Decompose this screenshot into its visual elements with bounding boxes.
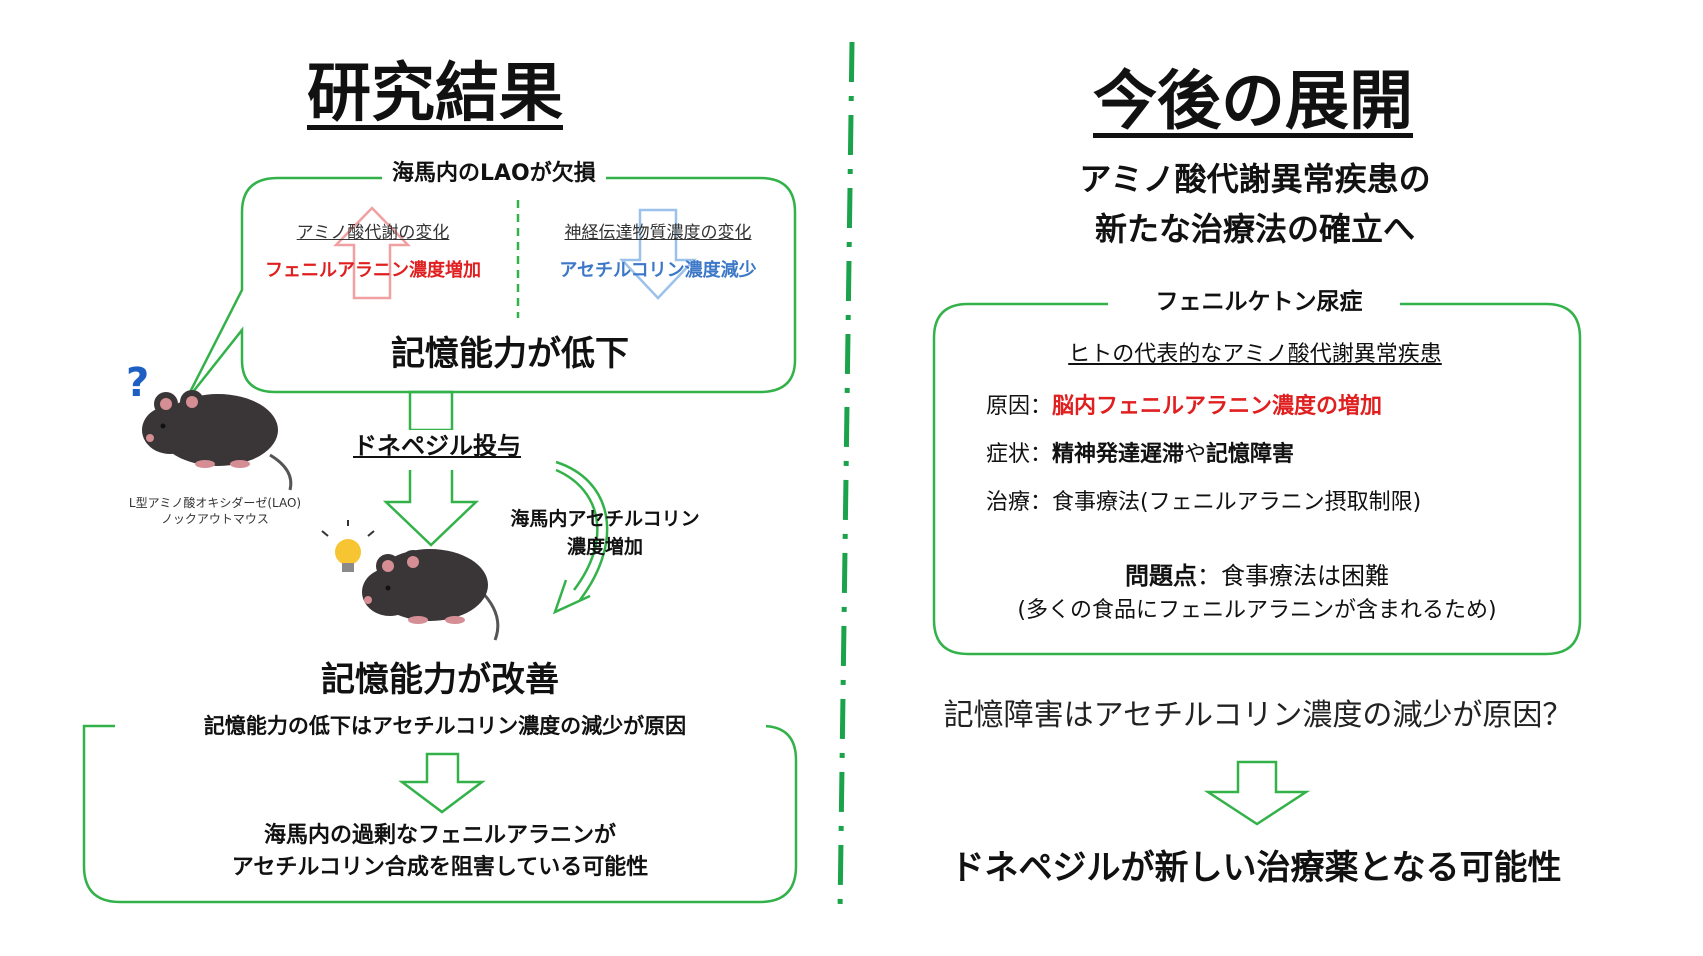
pku-box xyxy=(932,302,1582,656)
pku-problem-row: 問題点：食事療法は困難 xyxy=(960,556,1554,591)
pku-treatment-row: 治療：食事療法(フェニルアラニン摂取制限) xyxy=(986,484,1421,516)
lao-deficiency-box xyxy=(183,176,797,403)
effect-line1: 海馬内アセチルコリン xyxy=(510,508,700,530)
mouse-caption: L型アミノ酸オキシダーゼ(LAO) ノックアウトマウス xyxy=(108,495,322,527)
final-conclusion: ドネペジルが新しい治療薬となる可能性 xyxy=(950,848,1562,888)
mouse-caption-line1: L型アミノ酸オキシダーゼ(LAO) xyxy=(128,496,302,510)
donepezil-treatment: ドネペジル投与 xyxy=(332,430,542,462)
left-title: 研究結果 xyxy=(307,57,563,131)
problem-label: 問題点 xyxy=(1125,562,1197,590)
hypothesis-text: 海馬内の過剰なフェニルアラニンが アセチルコリン合成を阻害している可能性 xyxy=(120,820,760,884)
acetylcholine-decrease: アセチルコリン濃度減少 xyxy=(559,260,757,281)
subtitle-line2: 新たな治療法の確立へ xyxy=(1094,210,1415,248)
cause-box xyxy=(82,724,798,904)
subtitle-line1: アミノ酸代謝異常疾患の xyxy=(1079,160,1431,198)
center-divider xyxy=(837,41,855,913)
mouse-caption-line2: ノックアウトマウス xyxy=(161,512,269,526)
cause-arrow xyxy=(398,752,486,814)
symptom-value1: 精神発達遅滞 xyxy=(1052,442,1185,467)
lao-box-label: 海馬内のLAOが欠損 xyxy=(382,160,606,188)
right-subtitle: アミノ酸代謝異常疾患の 新たな治療法の確立へ xyxy=(1000,154,1510,254)
pku-cause-row: 原因：脳内フェニルアラニン濃度の増加 xyxy=(986,388,1382,420)
light-bulb-icon xyxy=(321,520,375,572)
curved-effect-arrow-2 xyxy=(555,468,599,591)
memory-decline: 記憶能力が低下 xyxy=(391,334,629,374)
treated-mouse-icon xyxy=(362,549,500,641)
curved-arrow-head xyxy=(552,579,591,615)
neurotransmitter-heading: 神経伝達物質濃度の変化 xyxy=(564,223,752,243)
cause-box-label: 記憶能力の低下はアセチルコリン濃度の減少が原因 xyxy=(124,712,766,740)
effect-line2: 濃度増加 xyxy=(566,536,643,558)
treatment-value: 食事療法(フェニルアラニン摂取制限) xyxy=(1052,490,1422,515)
symptom-label: 症状： xyxy=(986,442,1053,467)
question-mark-icon: ? xyxy=(126,360,150,406)
pku-symptom-row: 症状：精神発達遅滞や記憶障害 xyxy=(986,436,1294,468)
acetylcholine-effect: 海馬内アセチルコリン 濃度増加 xyxy=(490,505,720,561)
hypothesis-line2: アセチルコリン合成を阻害している可能性 xyxy=(231,855,649,880)
pku-box-label: フェニルケトン尿症 xyxy=(1118,286,1400,318)
problem-note: (多くの食品にフェニルアラニンが含まれるため) xyxy=(1017,598,1497,623)
phenylalanine-increase: フェニルアラニン濃度増加 xyxy=(265,260,481,281)
treatment-arrow xyxy=(408,390,454,432)
open-question: 記憶障害はアセチルコリン濃度の減少が原因？ xyxy=(943,698,1573,733)
symptom-value2: 記憶障害 xyxy=(1206,442,1295,467)
hypothesis-line1: 海馬内の過剰なフェニルアラニンが xyxy=(263,823,616,848)
right-title: 今後の展開 xyxy=(1093,65,1413,139)
treatment-label: 治療： xyxy=(986,490,1053,515)
treatment-arrow-head xyxy=(382,470,480,547)
conclusion-arrow xyxy=(1203,760,1311,826)
cause-value: 脳内フェニルアラニン濃度の増加 xyxy=(1052,394,1383,419)
memory-improved: 記憶能力が改善 xyxy=(321,660,559,700)
curved-effect-arrow xyxy=(555,460,609,601)
increase-arrow xyxy=(333,206,411,300)
problem-value: ：食事療法は困難 xyxy=(1197,562,1389,590)
knockout-mouse-icon xyxy=(142,390,293,491)
decrease-arrow xyxy=(619,208,697,300)
amino-acid-heading: アミノ酸代謝の変化 xyxy=(296,223,450,243)
pku-intro: ヒトの代表的なアミノ酸代謝異常疾患 xyxy=(1068,342,1442,367)
symptom-mid: や xyxy=(1184,442,1207,467)
cause-label: 原因： xyxy=(986,394,1053,419)
